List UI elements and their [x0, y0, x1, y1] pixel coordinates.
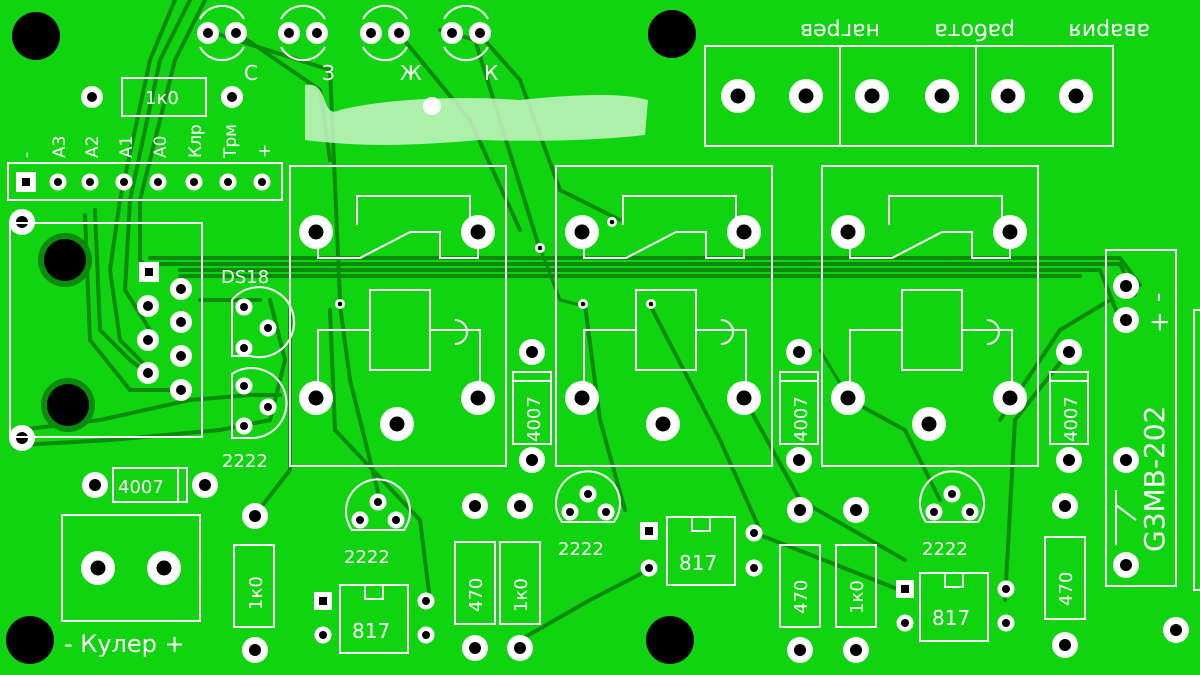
ssr-label: G3MB-202 [1138, 406, 1171, 552]
transistor-1-label: 2222 [344, 547, 390, 568]
opto-2-label: 817 [679, 551, 717, 575]
relay-3 [821, 165, 1039, 467]
resistor-470-3: 470 [1044, 493, 1086, 658]
transistor-1: 2222 [344, 478, 411, 568]
led-row: С З Ж К [197, 4, 498, 85]
diode-3-label: 4007 [1061, 396, 1082, 442]
cooler-terminal: - Кулер + [61, 514, 201, 658]
header-label-1: A3 [50, 136, 70, 158]
resistor-left-label: 1к0 [246, 576, 267, 610]
diode-2: 4007 [779, 339, 819, 473]
transistor-3-label: 2222 [922, 539, 968, 560]
transistor-2: 2222 [555, 470, 621, 560]
cooler-label: - Кулер + [64, 630, 185, 658]
sensor-ds18-label: DS18 [221, 267, 269, 288]
scribble-mark [305, 84, 648, 145]
resistor-470-2: 470 [779, 497, 821, 663]
transistor-3: 2222 [919, 470, 985, 560]
header-label-2: A2 [83, 136, 103, 158]
resistor-470-1: 470 [454, 493, 496, 661]
transistor-2-label: 2222 [558, 539, 604, 560]
opto-3-label: 817 [932, 606, 970, 630]
resistor-top-label: 1к0 [145, 88, 179, 109]
resistor-1k-1: 1к0 [499, 493, 541, 661]
opto-1: 817 [314, 584, 435, 654]
scribble-dot [423, 97, 441, 115]
diode-2-label: 4007 [791, 396, 812, 442]
resistor-left-vertical: 1к0 [233, 503, 275, 663]
header-label-7: + [255, 144, 275, 158]
header-label-3: A1 [117, 136, 137, 158]
diode-3: 4007 [1049, 339, 1089, 473]
terminal-block-top: нагрев работа авария [704, 18, 1150, 147]
mounting-holes [6, 10, 696, 664]
diode-left-label: 4007 [118, 477, 164, 498]
opto-1-label: 817 [352, 619, 390, 643]
relay-1 [289, 165, 507, 467]
resistor-1k-2: 1к0 [835, 497, 877, 663]
led-label-zh: Ж [400, 61, 422, 85]
transistor-left: 2222 [222, 367, 288, 472]
resistor-470-2-label: 470 [791, 580, 812, 614]
led-label-c: С [244, 61, 258, 85]
opto-3: 817 [896, 572, 1015, 642]
header-labels: - A3 A2 A1 A0 Клр Трм + [17, 124, 275, 159]
relay-label-3: авария [1069, 18, 1150, 43]
connector-left [9, 222, 203, 438]
header-label-4: A0 [151, 136, 171, 158]
header-label-0: - [17, 152, 37, 158]
relay-label-2: работа [934, 18, 1015, 43]
diode-left: 4007 [82, 467, 218, 503]
pin-header [7, 162, 283, 201]
ssr-g3mb-202: G3MB-202 - + [1105, 249, 1177, 587]
ssr-plus-label: + [1145, 311, 1175, 333]
diode-1-label: 4007 [524, 396, 545, 442]
resistor-470-1-label: 470 [466, 578, 487, 612]
sensor-ds18: DS18 [221, 267, 296, 359]
diode-1: 4007 [512, 339, 552, 473]
led-label-k: К [484, 61, 498, 85]
header-label-6: Трм [221, 124, 241, 159]
resistor-1k-2-label: 1к0 [847, 580, 868, 614]
resistor-top: 1к0 [81, 77, 243, 117]
resistor-1k-1-label: 1к0 [511, 578, 532, 612]
resistor-470-3-label: 470 [1056, 572, 1077, 606]
opto-2: 817 [640, 516, 763, 586]
relay-label-1: нагрев [800, 18, 880, 43]
header-label-5: Клр [186, 124, 206, 158]
ssr-minus-label: - [1143, 293, 1173, 302]
led-label-z: З [322, 61, 335, 85]
relay-2 [555, 165, 773, 467]
transistor-left-label: 2222 [222, 451, 268, 472]
